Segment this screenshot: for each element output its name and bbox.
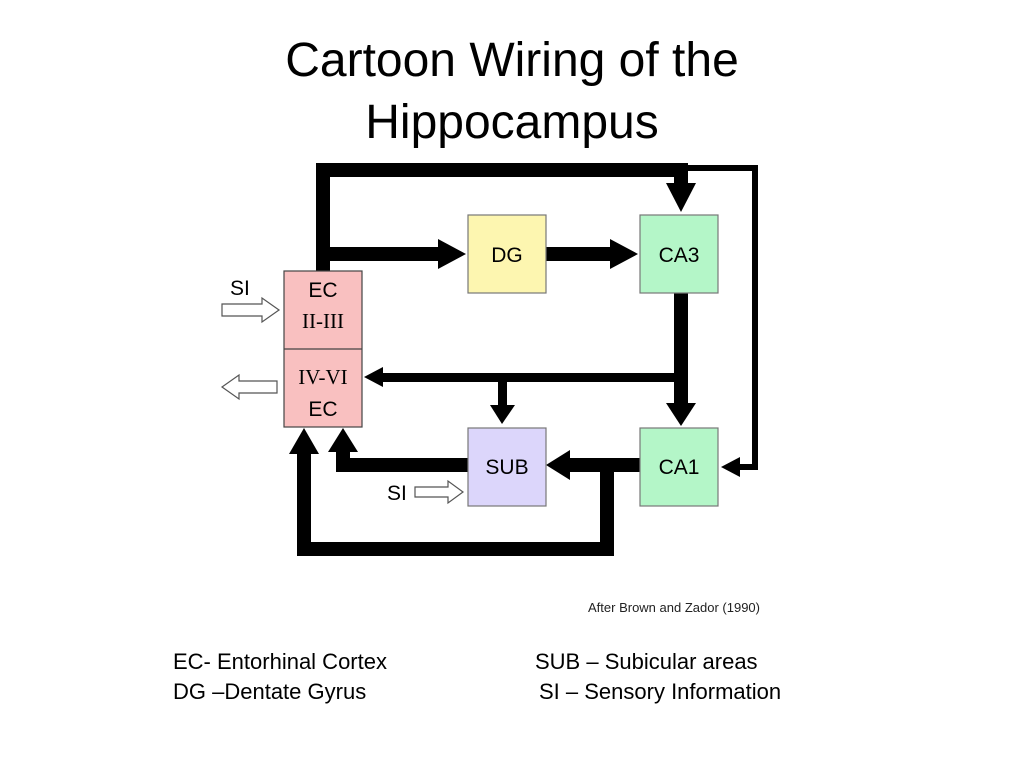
ec-to-top-line <box>316 163 330 273</box>
top-to-ca3-line <box>674 163 688 185</box>
legend-ec: EC- Entorhinal Cortex <box>173 649 387 674</box>
si-top-hollow-arrow <box>221 296 281 324</box>
ec-layer-ii-iii-label: II-III <box>302 309 344 333</box>
legend-si: SI – Sensory Information <box>539 679 782 704</box>
sub-to-ec-line <box>336 458 468 472</box>
ca3-to-ca1-line <box>674 293 688 405</box>
ca3-bypass-bottom <box>737 464 758 470</box>
ec-output-hollow-arrow <box>220 373 278 401</box>
ca1-from-ca3-arrowhead <box>666 403 696 426</box>
title-line-1: Cartoon Wiring of the <box>285 34 739 87</box>
ca1-loop-vertical <box>600 465 614 556</box>
sub-to-ec-vertical <box>336 448 350 472</box>
thin-pathway <box>688 165 758 477</box>
si-input-top: SI <box>221 277 281 324</box>
ca3-from-dg-arrowhead <box>610 239 638 269</box>
sub-from-ca3-arrowhead <box>490 405 515 424</box>
ca1-box: CA1 <box>639 427 719 507</box>
ca3-rect <box>639 214 719 294</box>
dg-label: DG <box>491 244 523 267</box>
ec-from-sub-arrowhead <box>328 428 358 452</box>
ca3-to-ec-line <box>380 373 674 382</box>
citation: After Brown and Zador (1990) <box>588 600 760 615</box>
legend-right: SUB – Subicular areas SI – Sensory Infor… <box>535 647 781 707</box>
sub-rect <box>467 427 547 507</box>
ca1-label: CA1 <box>659 456 700 479</box>
sub-box: SUB <box>467 427 547 507</box>
ca3-input-arrowhead <box>666 183 696 212</box>
si-bottom-hollow-arrow <box>414 479 465 505</box>
ec-from-ca3-arrowhead <box>364 367 383 387</box>
ca1-loop-left <box>297 452 311 556</box>
ca1-loop-bottom <box>297 542 614 556</box>
dg-to-ca3-line <box>546 247 612 261</box>
title-line-2: Hippocampus <box>365 96 659 149</box>
ec-layer-iv-vi-label: IV-VI <box>298 365 347 389</box>
ca1-rect <box>639 427 719 507</box>
page-title: Cartoon Wiring of the Hippocampus <box>0 30 1024 154</box>
sub-label: SUB <box>485 456 528 479</box>
sub-from-ca1-arrowhead <box>546 450 570 480</box>
medium-pathways <box>364 367 674 424</box>
si-bottom-label: SI <box>387 482 407 505</box>
legend-dg: DG –Dentate Gyrus <box>173 679 367 704</box>
top-horizontal-line <box>316 163 688 177</box>
ca3-bypass-top <box>688 165 758 171</box>
si-top-label: SI <box>230 277 250 300</box>
ca3-to-sub-line <box>498 377 507 407</box>
ec-top-label: EC <box>308 279 337 302</box>
legend-sub: SUB – Subicular areas <box>535 649 758 674</box>
legend-left: EC- Entorhinal Cortex DG –Dentate Gyrus <box>173 647 387 707</box>
si-input-bottom: SI <box>387 479 465 505</box>
dg-rect <box>467 214 547 294</box>
dg-input-arrowhead <box>438 239 466 269</box>
dg-box: DG <box>467 214 547 294</box>
ec-to-dg-line <box>330 247 440 261</box>
ca3-box: CA3 <box>639 214 719 294</box>
ca1-from-bypass-arrowhead <box>721 457 740 477</box>
ca3-label: CA3 <box>659 244 700 267</box>
ec-box: EC II-III IV-VI EC <box>283 270 363 428</box>
ec-bottom-label: EC <box>308 398 337 421</box>
thick-pathways <box>289 163 696 556</box>
ca3-bypass-right <box>752 165 758 470</box>
ec-from-ca1-arrowhead <box>289 428 319 454</box>
